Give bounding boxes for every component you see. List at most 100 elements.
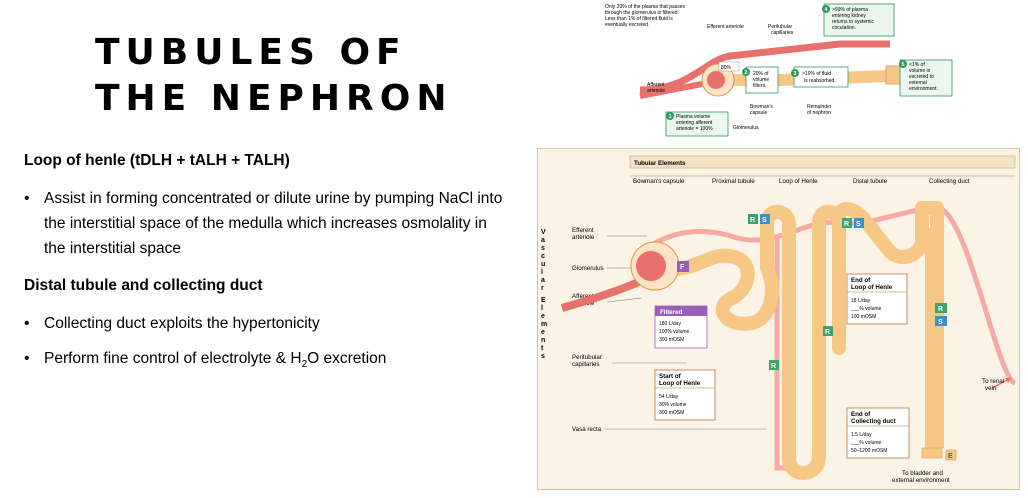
bladder-label-1: To bladder and	[902, 470, 943, 477]
filtration-marker	[677, 261, 689, 272]
e-letter: E	[541, 297, 546, 304]
slide-title: TUBULES OF THE NEPHRON	[95, 30, 515, 122]
start-loop-line-3: 300 mOSM	[659, 410, 684, 416]
filtered-line-2: 100% volume	[659, 329, 690, 335]
start-loop-title-1: Start of	[659, 373, 682, 380]
bullet-marker: •	[24, 350, 30, 367]
efferent-label-2: arteriole	[572, 234, 595, 241]
col-bowmans-capsule: Bowman's capsule	[633, 178, 685, 185]
e-letter: l	[541, 305, 543, 312]
box5-line-1: <1% of	[909, 62, 925, 68]
bullet-text-1: Assist in forming concentrated or dilute…	[44, 190, 503, 257]
box5-line-5: environment.	[909, 86, 938, 92]
afferent-label-2: arteriole	[647, 88, 665, 94]
end-loop-title-2: Loop of Henle	[851, 284, 893, 291]
badge-1	[666, 112, 674, 120]
box4-line-1: >99% of plasma	[832, 7, 868, 13]
end-duct-title-2: Collecting duct	[851, 418, 896, 425]
start-loop-box: Start of Loop of Henle 54 L/day 30% volu…	[654, 369, 716, 421]
marker-e-label: E	[948, 453, 953, 460]
afferent-vessel	[639, 81, 703, 99]
afferent-label-1: Afferent	[647, 82, 665, 88]
remainder-label-2: of nephron	[807, 110, 831, 116]
note-line-1: Only 20% of the plasma that passes	[605, 4, 686, 10]
marker-s-label: S	[762, 217, 767, 224]
bullet-marker: •	[24, 190, 30, 207]
tubular-elements-title: Tubular Elements	[634, 160, 686, 167]
v-letter: a	[541, 277, 545, 284]
box3-line-2: is reabsorbed.	[804, 78, 836, 84]
bullet-3-subscript: 2	[301, 359, 308, 371]
bladder-label-2: external environment	[892, 477, 950, 484]
v-letter: s	[541, 245, 545, 252]
marker-s-label: S	[856, 221, 861, 228]
leader-line	[606, 297, 643, 303]
box4-line-4: circulation.	[832, 25, 856, 31]
efferent-label-1: Efferent	[572, 227, 594, 234]
title-line-1: TUBULES OF	[95, 32, 407, 73]
badge-1-number: 1	[669, 114, 672, 120]
end-loop-line-2: ___% volume	[850, 306, 882, 312]
secretion-marker	[935, 316, 947, 326]
badge-5-number: 5	[902, 62, 905, 68]
box4-line-3: returns to systemic	[832, 19, 874, 25]
col-loop-of-henle: Loop of Henle	[779, 178, 818, 185]
start-loop-title-2: Loop of Henle	[659, 380, 701, 387]
glomerulus-shape	[707, 71, 725, 89]
renal-vein-arrowhead	[1005, 378, 1011, 383]
box1-line-2: entering afferent	[676, 120, 713, 126]
start-loop-line-2: 30% volume	[659, 402, 687, 408]
glomerulus-shape	[636, 251, 666, 281]
e-letter: t	[541, 345, 544, 352]
box-return-circulation	[823, 3, 895, 37]
box2-line-1: 20% of	[753, 71, 769, 77]
bullet-3-prefix: Perform fine control of electrolyte & H	[44, 350, 302, 367]
badge-2	[742, 68, 750, 76]
box4-line-2: entering kidney	[832, 13, 866, 19]
marker-s-label: S	[938, 319, 943, 326]
note-line-3: Less than 1% of filtered fluid is	[605, 16, 673, 22]
end-loop-line-3: 100 mOSM	[851, 314, 876, 320]
marker-r-label: R	[844, 221, 849, 228]
col-distal-tubule: Distal tubule	[853, 178, 888, 185]
e-letter: e	[541, 329, 545, 336]
badge-4	[822, 5, 830, 13]
end-duct-line-2: ___% volume	[850, 440, 882, 446]
e-letter: n	[541, 337, 545, 344]
end-loop-line-1: 18 L/day	[851, 298, 871, 304]
box2-line-2: volume	[753, 77, 769, 83]
end-duct-line-3: 50–1200 mOSM	[851, 448, 887, 454]
efferent-arteriole-label: Efferent arteriole	[707, 24, 744, 30]
glomerulus-label: Glomerulus	[733, 125, 759, 131]
vasa-recta-label: Vasa recta	[572, 426, 602, 433]
v-letter: c	[541, 253, 545, 260]
vessel-path	[639, 40, 890, 94]
tubular-elements-header	[629, 155, 1016, 169]
bullet-item-1: • Assist in forming concentrated or dilu…	[24, 186, 504, 261]
end-loop-title-1: End of	[851, 277, 871, 284]
end-duct-title-1: End of	[851, 411, 871, 418]
e-letter: s	[541, 353, 545, 360]
marker-r-label: R	[750, 217, 755, 224]
marker-f-label: F	[680, 264, 685, 271]
peritubular-label-1: Peritubular	[768, 24, 793, 30]
end-duct-box: End of Collecting duct 1.5 L/day ___% vo…	[846, 407, 910, 459]
renal-vein-label-1: To renal	[982, 378, 1004, 385]
start-loop-line-1: 54 L/day	[659, 394, 679, 400]
peritubular-label-2: capillaries	[771, 30, 794, 36]
box-excreted	[899, 59, 953, 97]
marker-r-label: R	[771, 363, 776, 370]
heading-distal-tubule: Distal tubule and collecting duct	[24, 277, 263, 294]
bullet-text-2: Collecting duct exploits the hypertonici…	[44, 315, 320, 332]
e-letter: m	[541, 321, 547, 328]
title-line-2: THE NEPHRON	[95, 78, 453, 119]
box-reabsorbed	[793, 66, 849, 88]
secretion-marker	[760, 214, 770, 224]
heading-loop-of-henle: Loop of henle (tDLH + tALH + TALH)	[24, 152, 290, 169]
duct-outlet	[921, 447, 943, 459]
marker-r-label: R	[825, 329, 830, 336]
box5-line-2: volume is	[909, 68, 931, 74]
note-line-2: through the glomerulus is filtered.	[605, 10, 679, 16]
remainder-label-1: Remainder	[807, 104, 832, 110]
box1-line-3: arteriole = 100%	[676, 126, 713, 132]
